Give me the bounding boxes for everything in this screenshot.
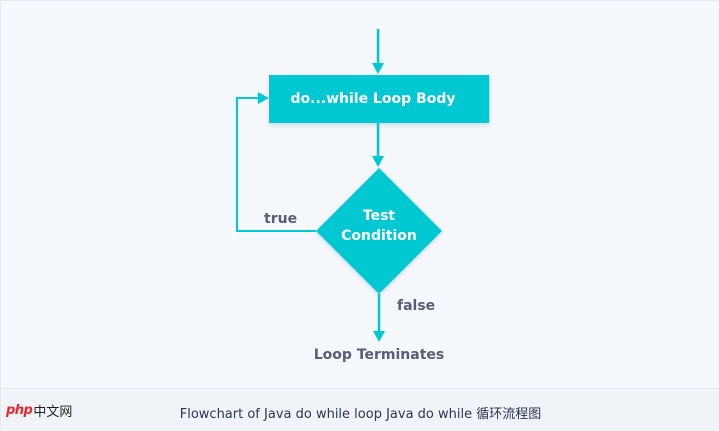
loop-body-label: do...while Loop Body bbox=[291, 91, 456, 107]
condition-label-line2: Condition bbox=[341, 228, 417, 244]
loop-terminates-label: Loop Terminates bbox=[314, 347, 444, 363]
false-label: false bbox=[397, 298, 435, 314]
logo-mark: php bbox=[6, 402, 33, 418]
condition-label-line1: Test bbox=[363, 208, 396, 224]
site-logo: php 中文网 bbox=[6, 400, 72, 420]
true-label: true bbox=[264, 211, 297, 227]
entry-arrow bbox=[372, 29, 384, 74]
loop-body-box: do...while Loop Body bbox=[269, 75, 489, 123]
body-to-condition-arrow bbox=[372, 123, 384, 167]
true-loop-back-arrow bbox=[236, 92, 316, 232]
flowchart-svg: do...while Loop Body Test Condition true bbox=[236, 29, 489, 363]
figure-caption: Flowchart of Java do while loop Java do … bbox=[179, 407, 542, 422]
test-condition-diamond: Test Condition bbox=[316, 168, 442, 294]
false-exit-arrow bbox=[373, 294, 385, 342]
flowchart-area: do...while Loop Body Test Condition true bbox=[2, 2, 719, 388]
caption-bar: php 中文网 Flowchart of Java do while loop … bbox=[2, 388, 719, 431]
logo-text: 中文网 bbox=[33, 404, 73, 420]
